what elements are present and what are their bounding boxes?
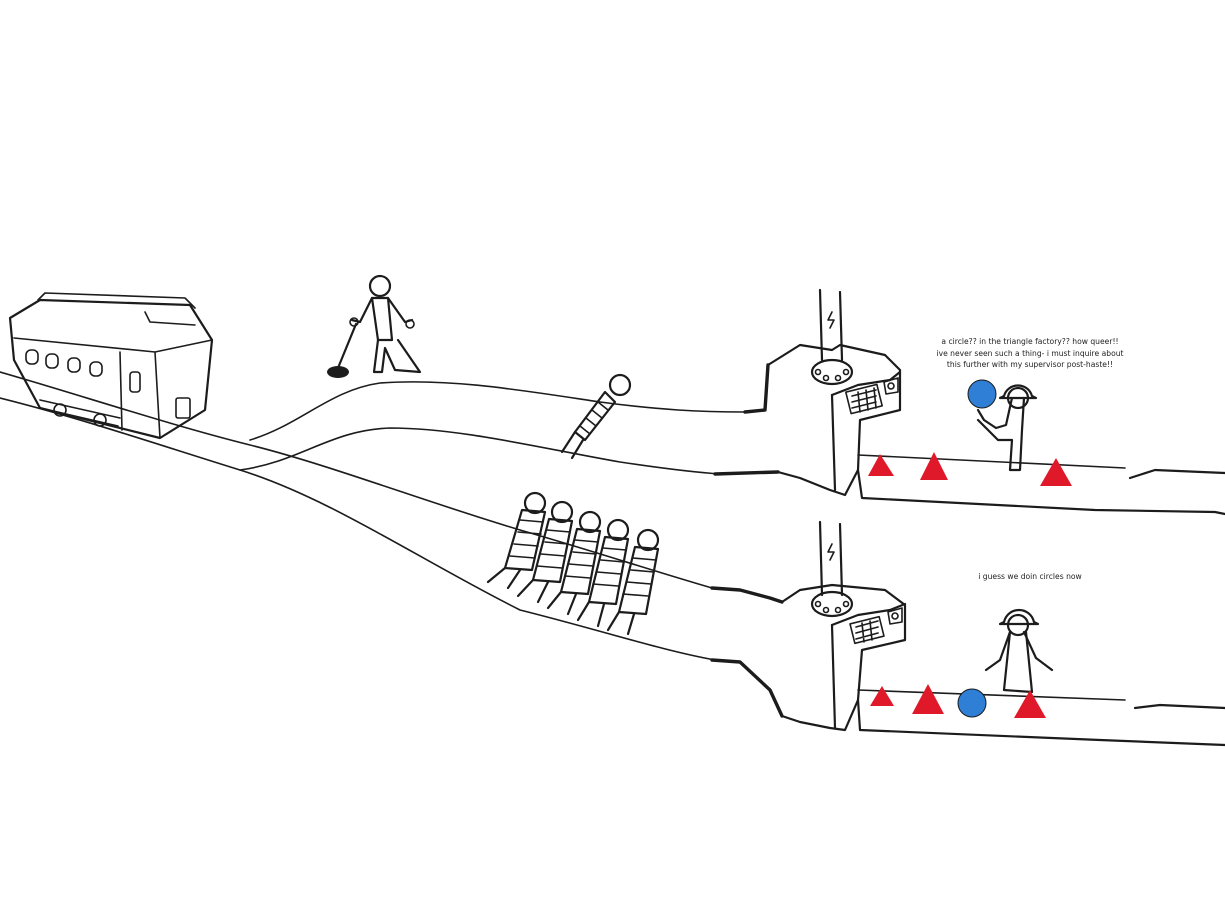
circle: [967, 379, 997, 409]
circle: [957, 688, 987, 718]
five-people-on-main-track: [486, 491, 660, 636]
lever-person: [349, 274, 422, 374]
rail: [0, 371, 713, 589]
person: [546, 510, 602, 616]
triangle: [1014, 690, 1046, 718]
factory-top: [766, 288, 1225, 516]
triangle: [912, 684, 944, 714]
tracks: [0, 371, 746, 661]
rail: [0, 397, 716, 661]
worker-top: [976, 384, 1038, 472]
triangle: [868, 454, 894, 476]
triangle: [920, 452, 948, 480]
person-on-branch-track: [560, 373, 632, 460]
lightning-icon: [827, 311, 835, 329]
conveyor-shapes-bottom: [870, 684, 1046, 718]
caption-bottom: i guess we doin circles now: [978, 572, 1082, 581]
triangle: [870, 686, 894, 706]
caption-line: a circle?? in the triangle factory?? how…: [941, 337, 1119, 346]
lightning-icon: [827, 543, 835, 561]
person: [516, 500, 574, 604]
hard-hat: [998, 384, 1038, 400]
track-joins: [710, 363, 784, 718]
caption-line: this further with my supervisor post-has…: [946, 360, 1114, 369]
rail: [249, 381, 746, 441]
triangle: [1040, 458, 1072, 486]
worker-bottom: [984, 608, 1054, 694]
conveyor-shapes-top: [868, 379, 1072, 486]
factory-bottom: [780, 520, 1225, 747]
trolley: [8, 292, 214, 440]
caption-line: ive never seen such a thing- i must inqu…: [936, 348, 1124, 358]
hard-hat: [998, 608, 1040, 626]
person: [486, 491, 547, 590]
caption-top: a circle?? in the triangle factory?? how…: [905, 336, 1155, 371]
person: [606, 528, 660, 636]
rail: [239, 427, 721, 475]
person: [576, 518, 630, 628]
lever-icon[interactable]: [327, 322, 358, 378]
